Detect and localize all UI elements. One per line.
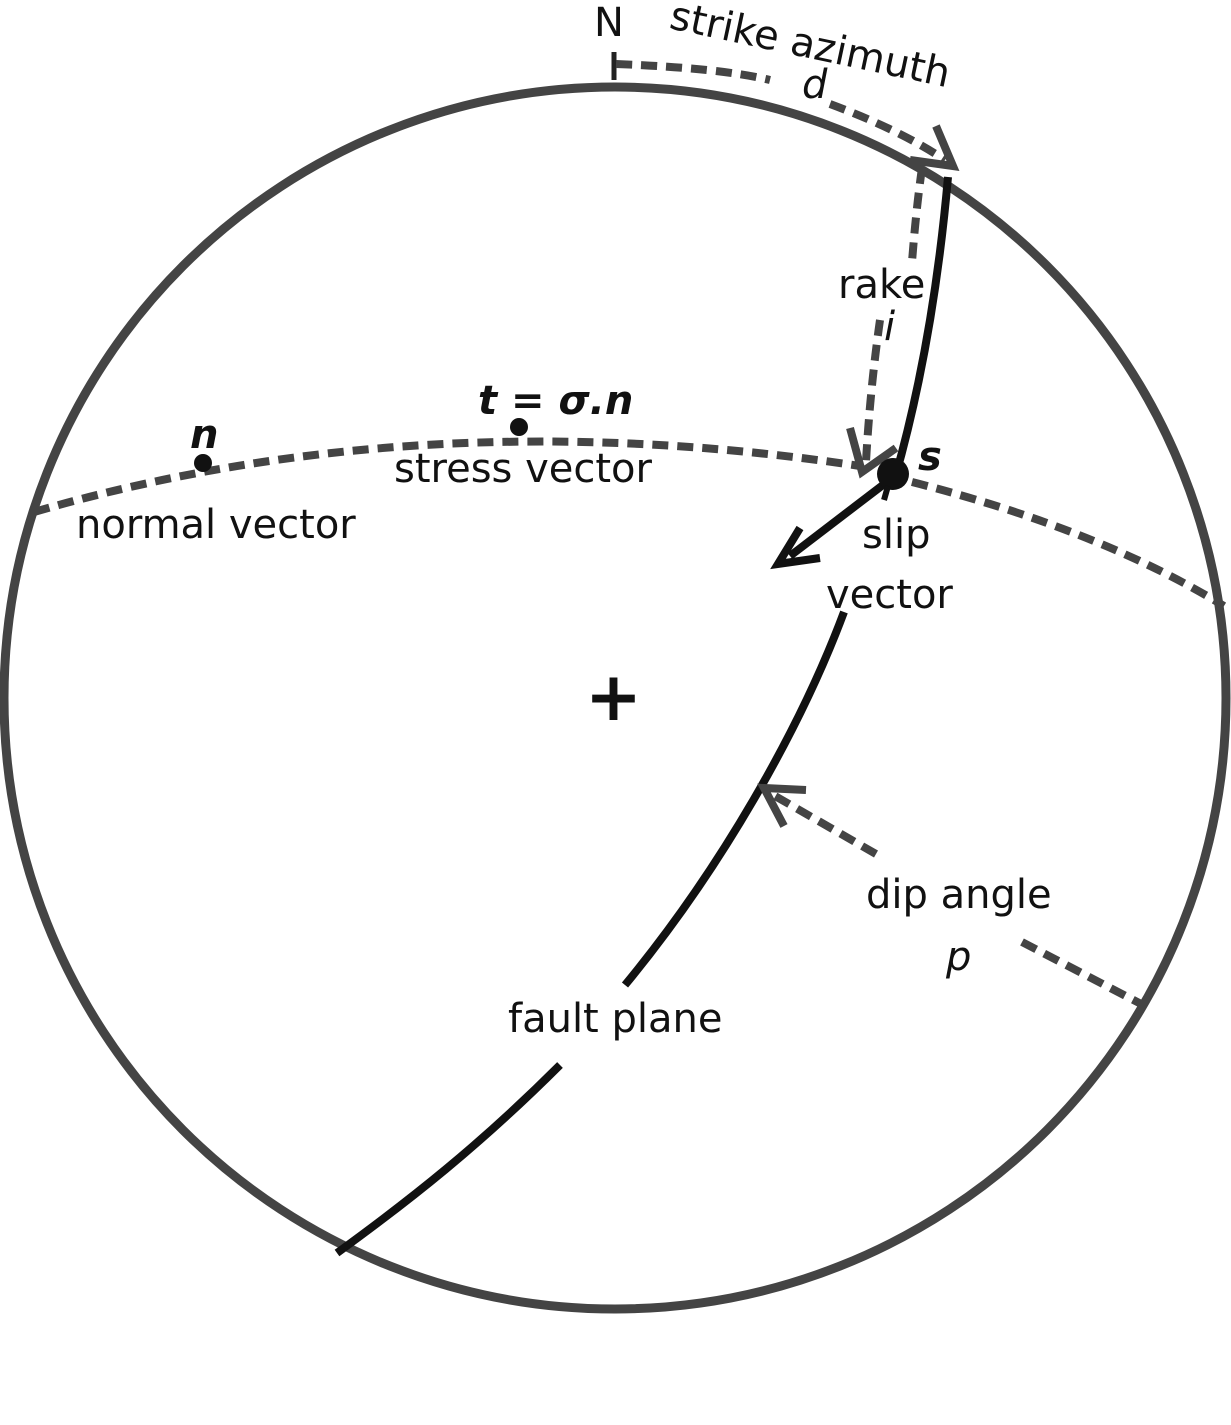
dip-symbol-label: p <box>945 934 971 980</box>
slip-vector-arrowhead <box>770 525 821 570</box>
fault-plane-label: fault plane <box>508 996 722 1042</box>
rake-symbol-label: i <box>884 304 895 350</box>
stress-plane-arc-right <box>911 478 1227 610</box>
dip-angle-line-upper <box>766 788 878 858</box>
slip-symbol-label: s <box>918 434 942 480</box>
fault-plane-arc-lower <box>621 610 848 988</box>
stress-formula-label: t = σ.n <box>478 378 633 424</box>
slip-label-line1: slip <box>862 512 930 558</box>
strike-symbol-label: d <box>802 62 828 108</box>
primitive-circle <box>0 82 1231 1314</box>
strike-azimuth-arc <box>615 60 948 164</box>
north-label: N <box>594 0 624 46</box>
normal-point <box>194 454 212 472</box>
slip-point-tail <box>881 485 891 501</box>
slip-point <box>877 458 909 490</box>
dip-angle-line-lower <box>1020 938 1147 1010</box>
fault-plane-arc-upper <box>891 176 952 480</box>
rake-label: rake <box>838 262 925 308</box>
fault-plane-arc-bottom <box>334 1062 563 1257</box>
stress-plane-arc-left <box>32 437 861 516</box>
rake-arc <box>862 167 926 463</box>
strike-azimuth-arrowhead <box>909 124 960 171</box>
normal-vector-label: normal vector <box>76 502 356 548</box>
slip-label-line2: vector <box>826 572 953 618</box>
slip-vector-shaft <box>787 474 895 560</box>
dip-angle-label: dip angle <box>866 872 1052 918</box>
stress-point <box>510 418 528 436</box>
rake-arrowhead <box>846 426 899 479</box>
stress-vector-label: stress vector <box>394 446 653 492</box>
normal-symbol-label: n <box>190 412 218 458</box>
dip-angle-arrowhead <box>757 783 807 828</box>
center-cross: + <box>585 658 642 737</box>
